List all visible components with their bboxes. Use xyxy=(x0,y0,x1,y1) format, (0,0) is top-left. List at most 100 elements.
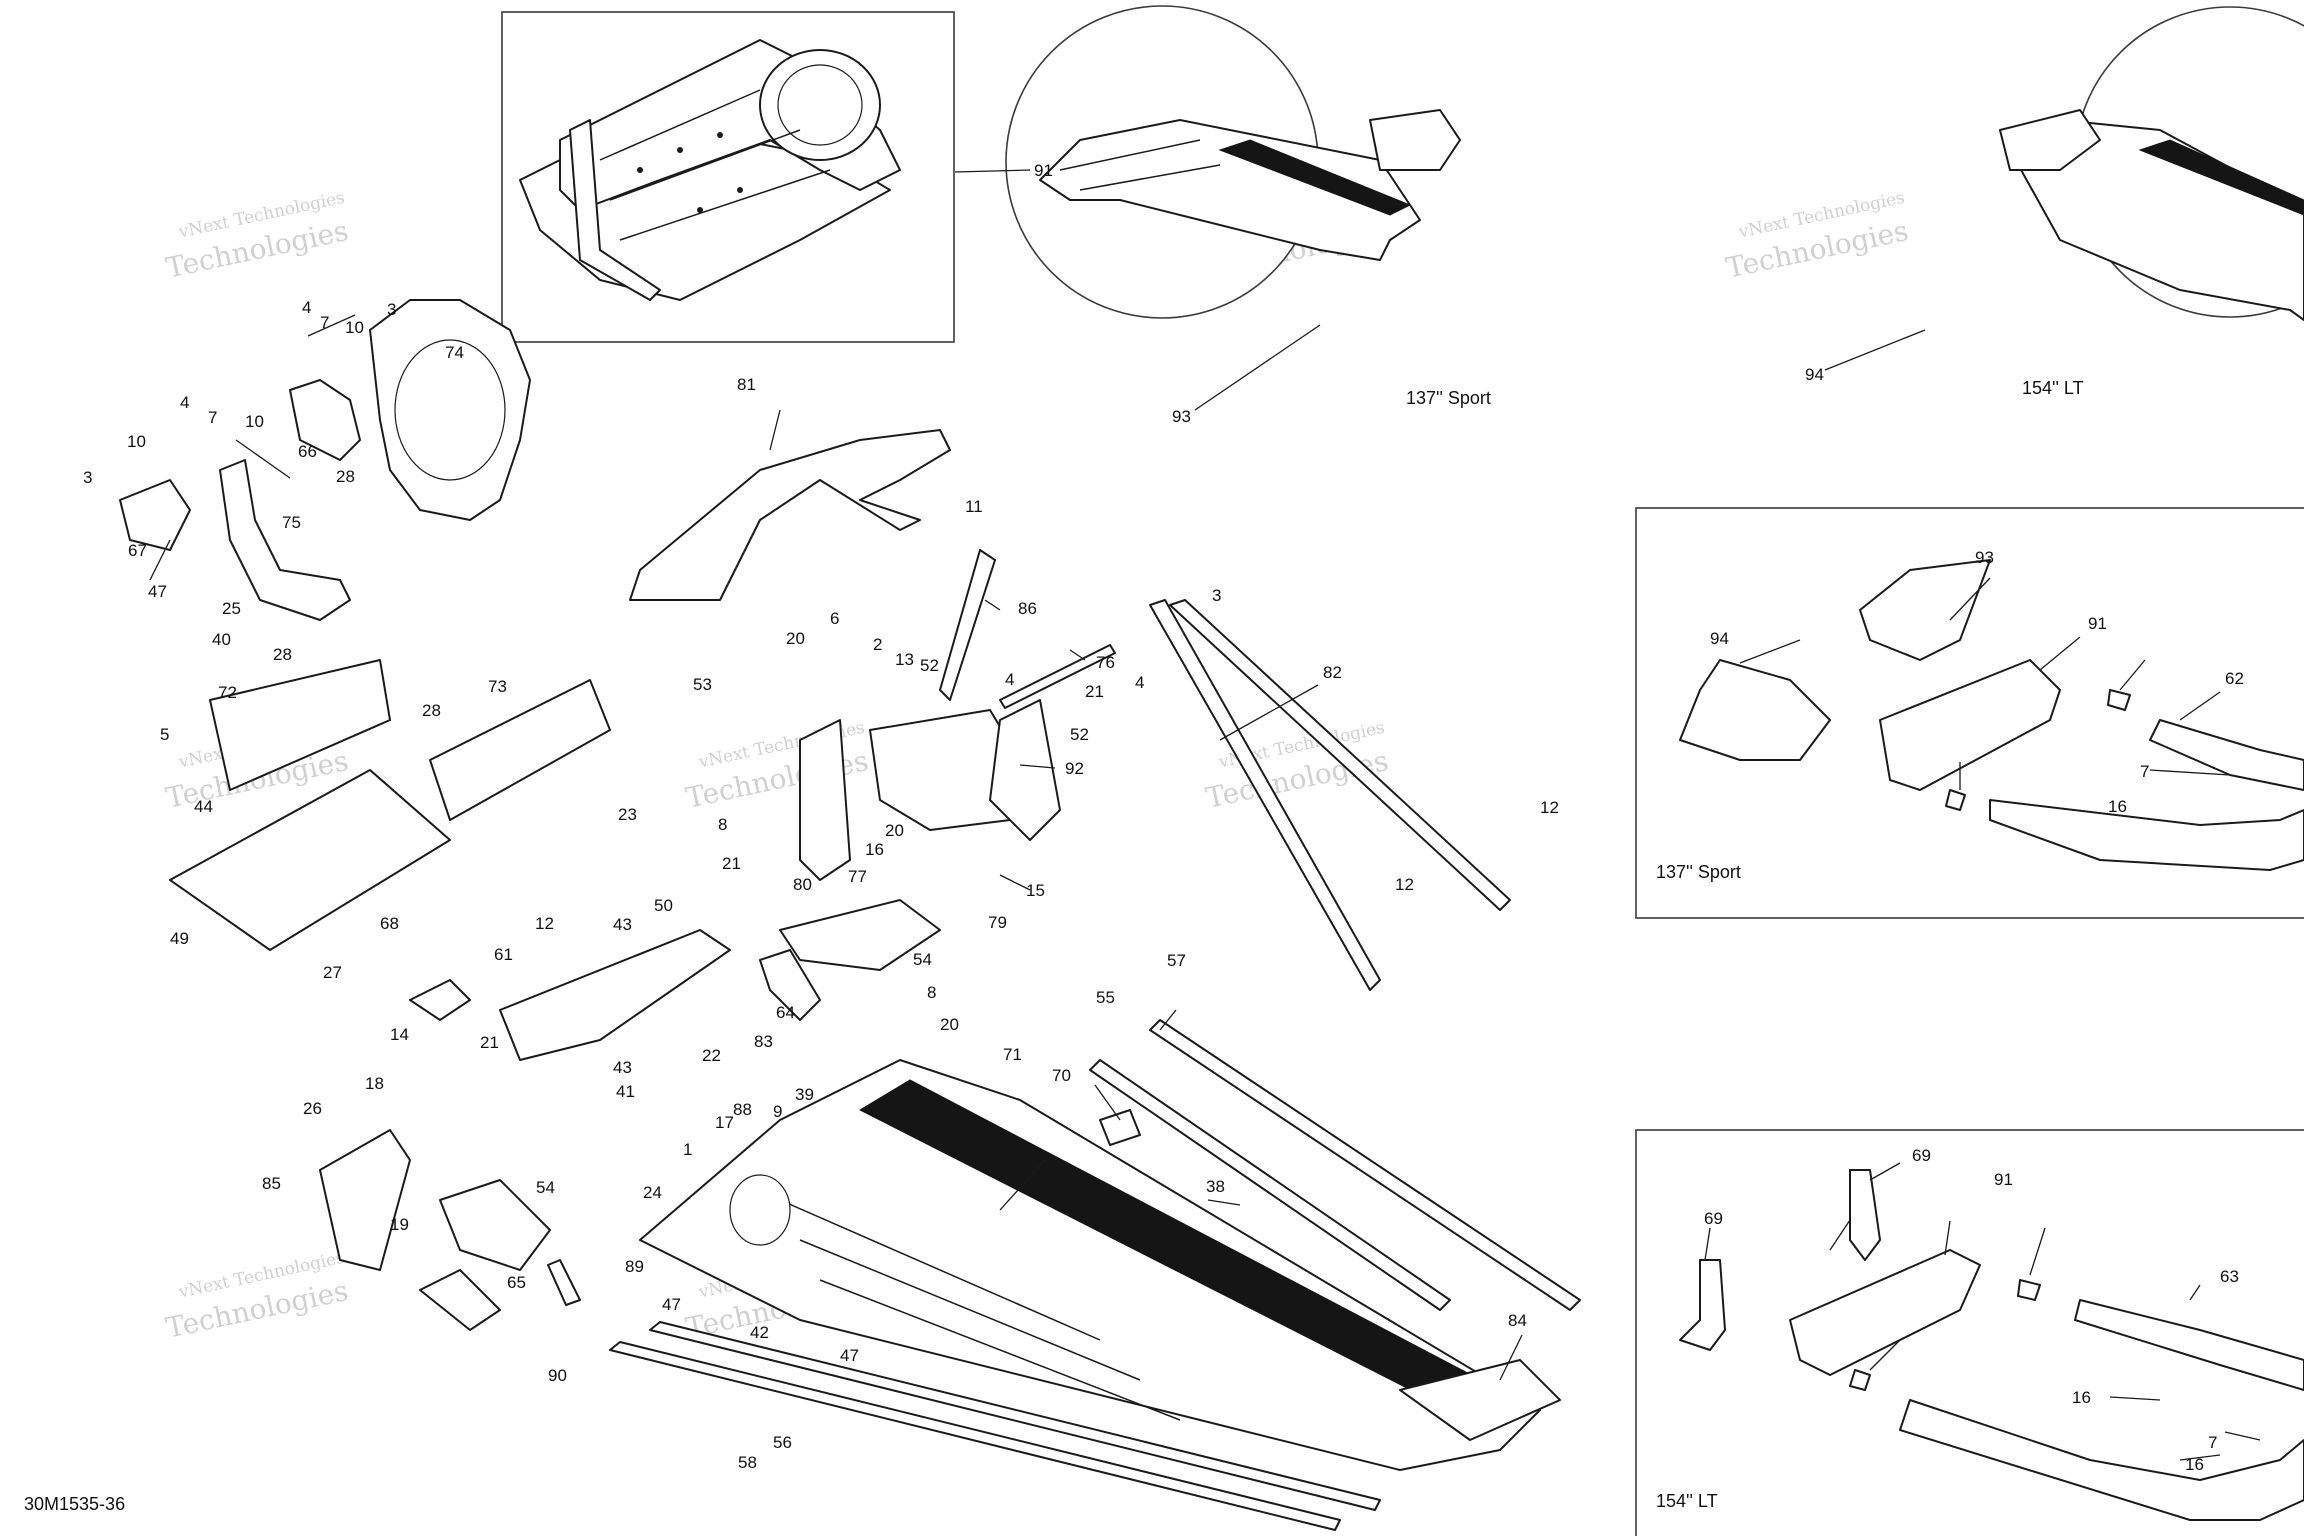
callout-27: 27 xyxy=(323,963,342,982)
callout-44: 47 xyxy=(662,1295,681,1314)
callout-56: 61 xyxy=(494,945,513,964)
callout-24: 24 xyxy=(643,1183,662,1202)
callout-82: 86 xyxy=(1018,599,1037,618)
callout-91: 93 xyxy=(1172,407,1191,426)
circle-92-154-lt xyxy=(1999,6,2304,321)
callout-8: 8 xyxy=(927,983,936,1002)
callout-10: 10 xyxy=(245,412,264,431)
callout-51: 54 xyxy=(536,1178,555,1197)
callout-7: 7 xyxy=(320,313,329,332)
callout-13: 13 xyxy=(895,650,914,669)
circle-91-137-sport xyxy=(1005,5,1461,319)
callout-54: 57 xyxy=(1167,951,1186,970)
leader-lines xyxy=(149,169,2261,1461)
callout-41: 42 xyxy=(750,1323,769,1342)
box-154-lt xyxy=(1635,1129,2304,1536)
callout-90: 94 xyxy=(1710,629,1729,648)
callout-7: 7 xyxy=(208,408,217,427)
callout-39: 38 xyxy=(1206,1177,1225,1196)
callout-66: 70 xyxy=(1052,1066,1071,1085)
callout-20: 20 xyxy=(885,821,904,840)
callout-16: 16 xyxy=(2072,1388,2091,1407)
callout-61: 66 xyxy=(298,442,317,461)
callout-47: 50 xyxy=(654,896,673,915)
callout-16: 16 xyxy=(865,840,884,859)
callout-59: 64 xyxy=(776,1003,795,1022)
callout-21: 21 xyxy=(722,854,741,873)
caption-137-sport-circle: 137'' Sport xyxy=(1406,388,1491,408)
callout-49: 52 xyxy=(920,656,939,675)
callouts: 91 93 94 4 7 10 3 74 4 7 10 66 28 10 3 7… xyxy=(83,161,2244,1474)
callout-14: 14 xyxy=(390,1025,409,1044)
callout-86: 91 xyxy=(1034,161,1053,180)
callout-65: 69 xyxy=(1704,1209,1723,1228)
callout-11: 11 xyxy=(965,497,983,516)
callout-4: 4 xyxy=(180,393,189,412)
callout-26: 26 xyxy=(303,1099,322,1118)
callout-38: 40 xyxy=(212,630,231,649)
box-137-sport xyxy=(1635,507,2304,919)
callout-73: 77 xyxy=(848,867,867,886)
callout-50: 53 xyxy=(693,675,712,694)
callout-46: 49 xyxy=(170,929,189,948)
callout-68: 72 xyxy=(218,683,237,702)
callout-87: 91 xyxy=(1994,1170,2013,1189)
callout-23: 23 xyxy=(618,805,637,824)
callout-17: 17 xyxy=(715,1113,734,1132)
callout-76: 81 xyxy=(737,375,756,394)
callout-10: 10 xyxy=(127,432,146,451)
callout-85: 89 xyxy=(625,1257,644,1276)
callout-16: 16 xyxy=(2108,797,2127,816)
caption-154-lt-circle: 154'' LT xyxy=(2022,378,2084,398)
callout-12: 12 xyxy=(535,914,554,933)
callout-44: 47 xyxy=(840,1346,859,1365)
callout-20: 20 xyxy=(940,1015,959,1034)
callout-72: 76 xyxy=(1096,653,1115,672)
callout-52: 55 xyxy=(1096,988,1115,1007)
callout-3: 3 xyxy=(387,300,396,319)
caption-137-sport-box: 137'' Sport xyxy=(1656,862,1741,882)
callout-69: 73 xyxy=(488,677,507,696)
callout-7: 7 xyxy=(2208,1433,2217,1452)
callout-62: 67 xyxy=(128,541,147,560)
callout-57: 62 xyxy=(2225,669,2244,688)
callout-53: 56 xyxy=(773,1433,792,1452)
exploded-parts xyxy=(119,299,1581,1531)
callout-55: 58 xyxy=(738,1453,757,1472)
callout-51: 54 xyxy=(913,950,932,969)
callout-16: 16 xyxy=(2185,1455,2204,1474)
callout-28: 28 xyxy=(336,467,355,486)
callout-9: 9 xyxy=(773,1102,782,1121)
callout-5: 5 xyxy=(160,725,169,744)
callout-88: 92 xyxy=(1065,759,1084,778)
callout-22: 22 xyxy=(702,1046,721,1065)
callout-75: 80 xyxy=(793,875,812,894)
callout-43: 43 xyxy=(613,915,632,934)
callout-60: 65 xyxy=(507,1273,526,1292)
callout-3: 3 xyxy=(83,468,92,487)
inset-box-86 xyxy=(501,11,955,343)
callout-25: 25 xyxy=(222,599,241,618)
callout-4: 4 xyxy=(1005,670,1014,689)
callout-64: 69 xyxy=(1912,1146,1931,1165)
callout-49: 52 xyxy=(1070,725,1089,744)
callout-42: 44 xyxy=(194,797,213,816)
callout-19: 19 xyxy=(390,1215,409,1234)
callout-58: 63 xyxy=(2220,1267,2239,1286)
callout-81: 85 xyxy=(262,1174,281,1193)
callout-44: 47 xyxy=(148,582,167,601)
callout-77: 82 xyxy=(1323,663,1342,682)
callout-21: 21 xyxy=(480,1033,499,1052)
callout-7: 7 xyxy=(2140,762,2149,781)
callout-92: 94 xyxy=(1805,365,1824,384)
callout-84: 88 xyxy=(733,1100,752,1119)
callout-8: 8 xyxy=(718,815,727,834)
callout-6: 6 xyxy=(830,609,839,628)
callout-87: 91 xyxy=(2088,614,2107,633)
callout-67: 71 xyxy=(1003,1045,1022,1064)
callout-83: 90 xyxy=(548,1366,567,1385)
callout-20: 20 xyxy=(786,629,805,648)
callout-43: 43 xyxy=(613,1058,632,1077)
callout-74: 79 xyxy=(988,913,1007,932)
